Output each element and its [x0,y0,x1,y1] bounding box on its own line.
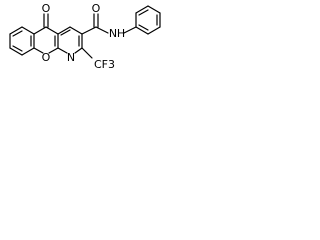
atom-n-amide: N [109,27,117,40]
pyridine-ring-bonds [57,26,83,54]
atom-o-amide: O [92,2,101,15]
cf3-bond [81,47,93,59]
pyranone-ring-bonds [33,13,59,54]
atom-labels: O O N O N H CF3 [42,2,125,71]
atom-o-ring: O [42,51,51,64]
benzo-ring-bonds [9,26,35,56]
atom-cf3: CF3 [94,58,115,71]
atom-h-amide: H [117,27,125,40]
molecule-structure-drawing: O O N O N H CF3 [9,2,161,71]
atom-n-ring: N [67,51,75,64]
phenyl-ring-bonds [135,5,161,35]
atom-o-carbonyl: O [42,2,51,15]
amide-bonds [81,13,137,35]
